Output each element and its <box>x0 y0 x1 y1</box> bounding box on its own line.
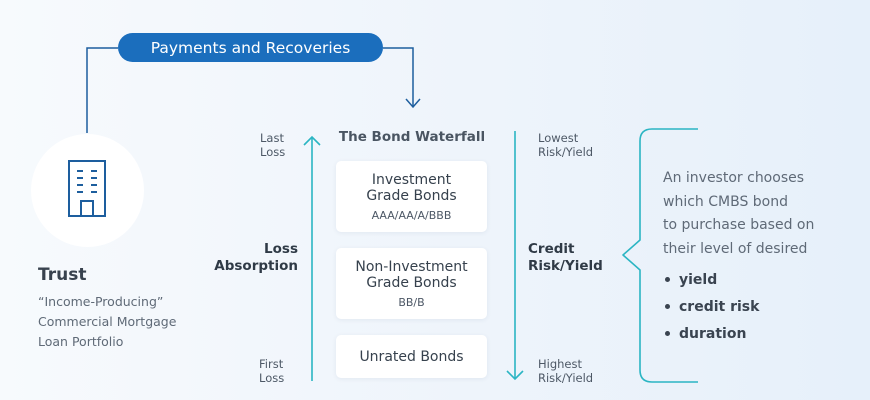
bullet-item: yield <box>663 266 759 293</box>
tranche-name: Unrated Bonds <box>359 348 464 365</box>
investor-text-line: which CMBS bond <box>663 193 788 210</box>
payments-arrowhead <box>405 98 421 109</box>
last-loss-line: Last <box>260 131 284 145</box>
tranche-name: Grade Bonds <box>366 274 457 291</box>
investor-description: An investor chooses which CMBS bond to p… <box>663 167 814 261</box>
bullet-dot <box>665 277 670 282</box>
highest-risk-line: Risk/Yield <box>538 371 594 385</box>
bullet-item: credit risk <box>663 293 759 320</box>
tranche-grade: BB/B <box>398 295 425 309</box>
bullet-item: duration <box>663 320 759 347</box>
tranche-name: Grade Bonds <box>366 187 457 204</box>
first-loss-line: Loss <box>259 371 285 385</box>
bullet-dot <box>665 331 670 336</box>
credit-risk-arrowhead <box>506 370 524 381</box>
payments-connector <box>86 47 414 133</box>
tranche-grade: AAA/AA/A/BBB <box>371 208 452 222</box>
payments-label-text: Payments and Recoveries <box>150 38 351 57</box>
investor-bullet-list: yield credit risk duration <box>663 266 759 347</box>
trust-description: “Income-Producing” Commercial Mortgage L… <box>38 292 176 352</box>
last-loss-label: Last Loss <box>260 131 285 159</box>
credit-risk-line: Credit <box>528 241 575 257</box>
lowest-risk-line: Lowest <box>538 131 579 145</box>
investor-text-line: An investor chooses <box>663 170 805 186</box>
trust-title: Trust <box>38 265 87 285</box>
tranche-name: Investment <box>371 171 452 188</box>
bond-waterfall-title: The Bond Waterfall <box>338 129 486 145</box>
lowest-risk-line: Risk/Yield <box>538 145 594 159</box>
non-investment-grade-bonds-box: Non-Investment Grade Bonds BB/B <box>336 248 487 319</box>
highest-risk-line: Highest <box>538 357 583 371</box>
bullet-dot <box>665 304 670 309</box>
trust-description-line: “Income-Producing” <box>38 294 164 309</box>
highest-risk-yield-label: Highest Risk/Yield <box>538 357 593 385</box>
bullet-text: credit risk <box>679 298 760 315</box>
credit-risk-yield-label: Credit Risk/Yield <box>528 241 603 275</box>
loss-absorption-arrowhead <box>303 135 321 146</box>
last-loss-line: Loss <box>260 145 286 159</box>
investor-bracket <box>622 128 698 383</box>
credit-risk-line: Risk/Yield <box>528 258 603 274</box>
lowest-risk-yield-label: Lowest Risk/Yield <box>538 131 593 159</box>
investor-text-line: their level of desired <box>663 240 808 257</box>
tranche-name: Non-Investment <box>355 258 468 275</box>
investment-grade-bonds-box: Investment Grade Bonds AAA/AA/A/BBB <box>336 161 487 232</box>
trust-description-line: Commercial Mortgage <box>38 314 177 329</box>
trust-description-line: Loan Portfolio <box>38 334 124 349</box>
bullet-text: yield <box>679 271 718 288</box>
loss-absorption-label: Loss Absorption <box>198 241 298 275</box>
payments-and-recoveries-label: Payments and Recoveries <box>118 33 383 62</box>
trust-icon-circle <box>31 134 144 247</box>
first-loss-label: First Loss <box>259 357 284 385</box>
investor-text-line: to purchase based on <box>663 217 815 233</box>
building-icon <box>68 160 106 217</box>
loss-absorption-line: Loss <box>264 241 298 257</box>
first-loss-line: First <box>259 357 284 371</box>
unrated-bonds-box: Unrated Bonds <box>336 335 487 378</box>
loss-absorption-line: Absorption <box>214 258 298 274</box>
bullet-text: duration <box>679 325 747 342</box>
